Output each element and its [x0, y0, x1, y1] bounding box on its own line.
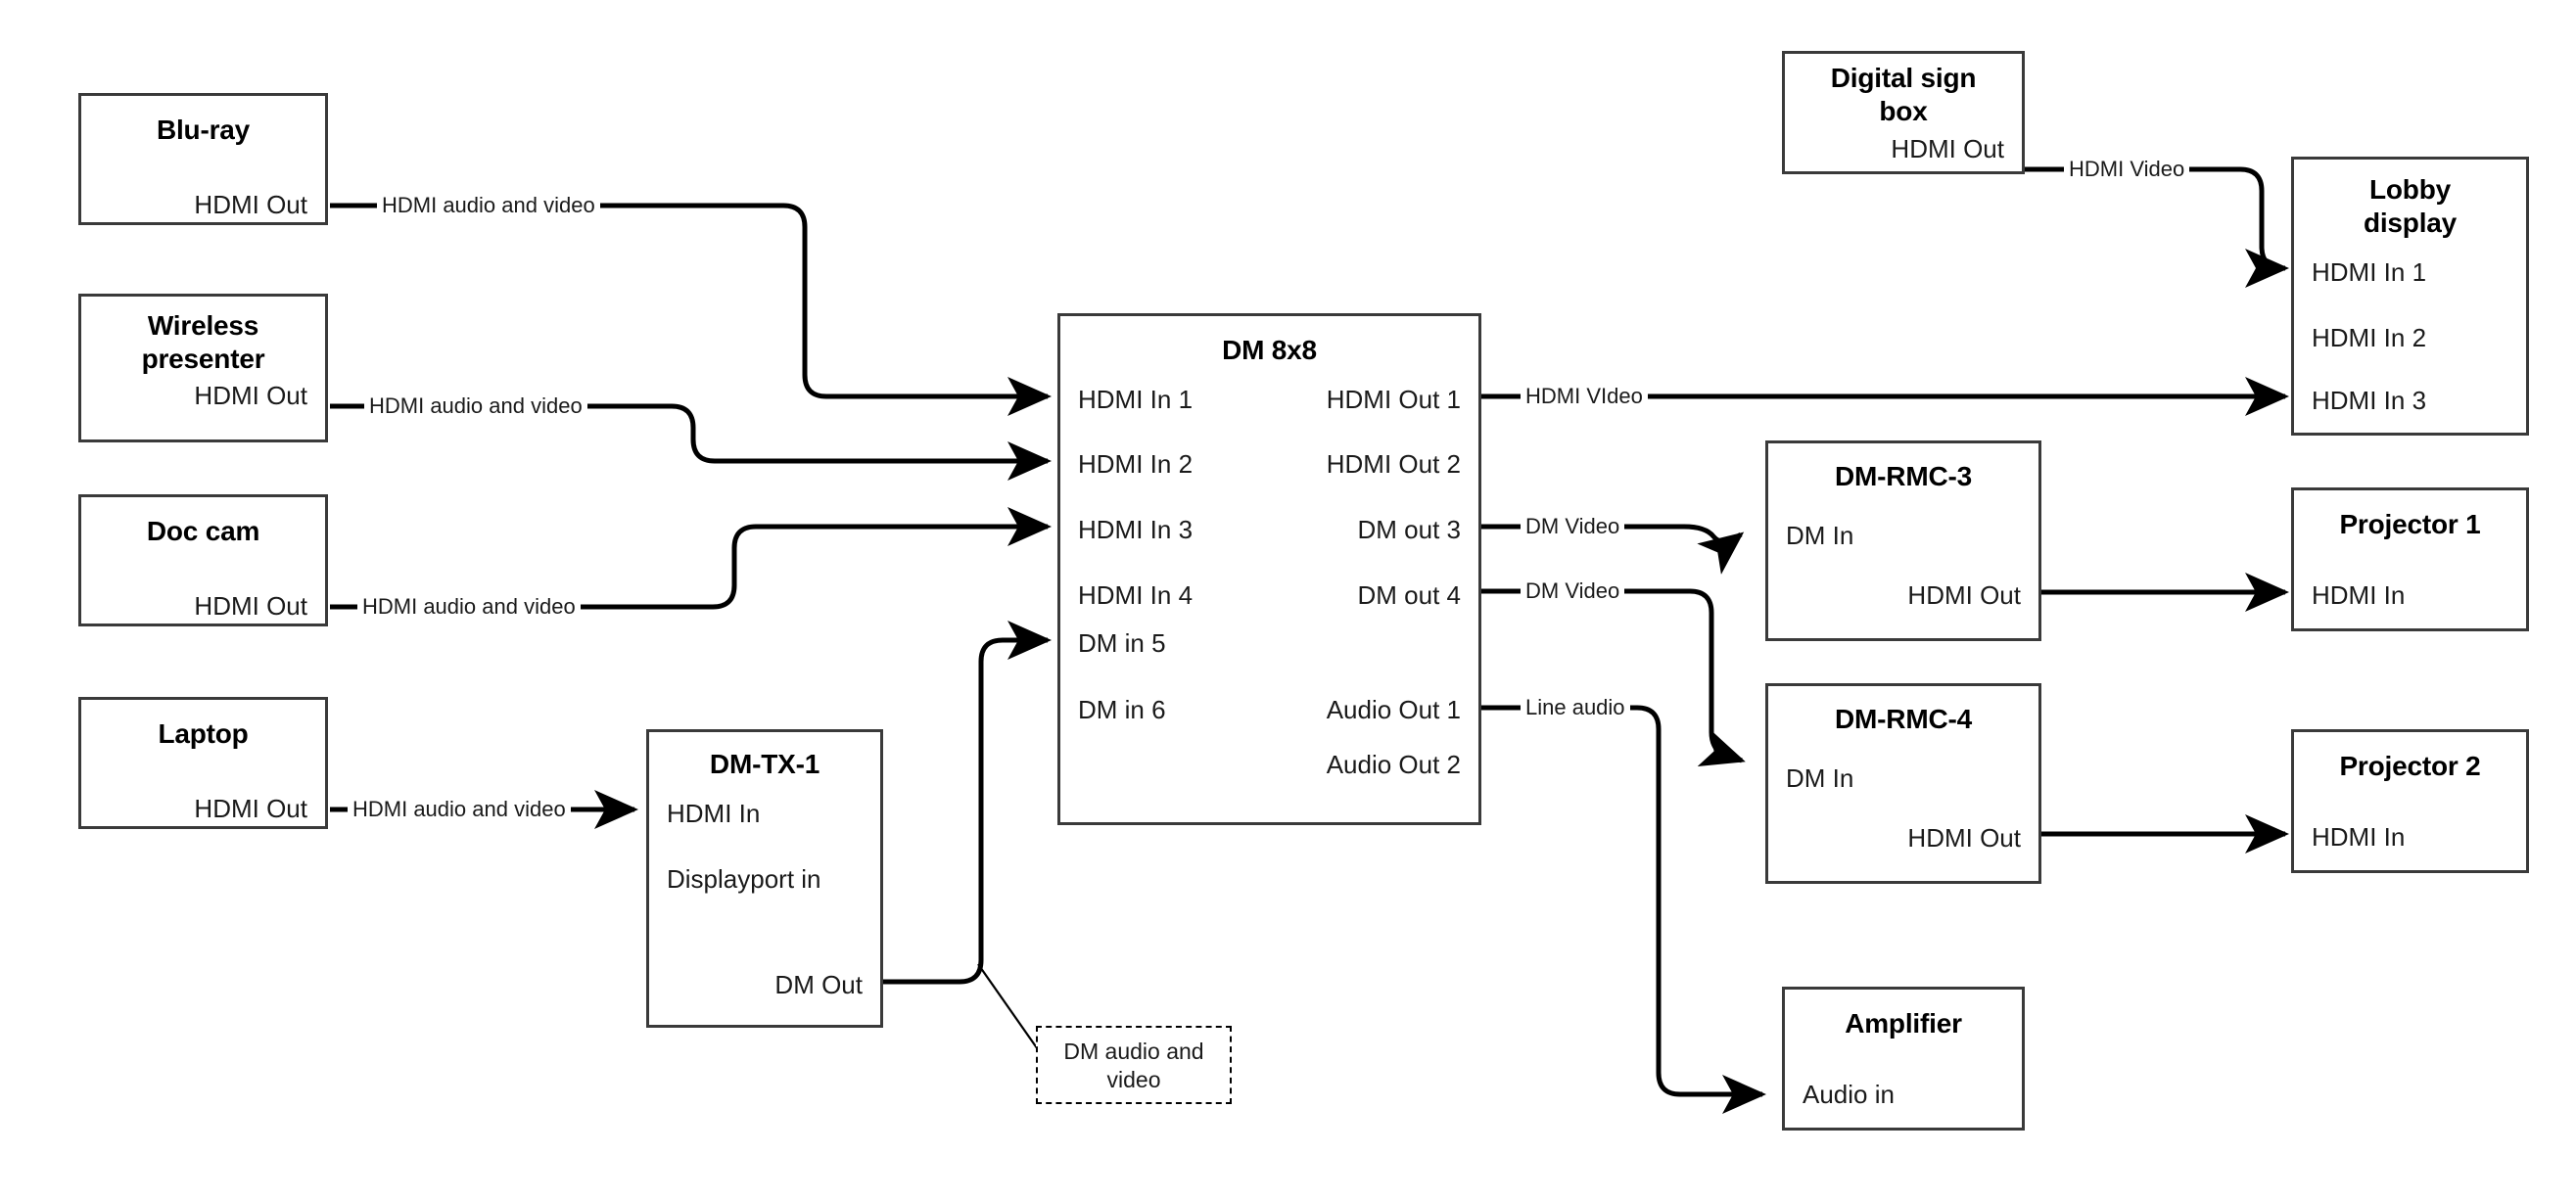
dm-8x8-port-dm-in-5[interactable]: DM in 5	[1078, 628, 1166, 658]
projector-2-title: Projector 2	[2339, 751, 2481, 781]
lobby-display-port-hdmi-in-2[interactable]: HDMI In 2	[2312, 323, 2427, 352]
wire-dmtx1-to-dm8x8	[883, 621, 1053, 985]
node-dm-8x8[interactable]: DM 8x8 HDMI In 1 HDMI In 2 HDMI In 3 HDM…	[1057, 313, 1481, 825]
edge-label-sign-to-lobby: HDMI Video	[2064, 157, 2190, 182]
dm-8x8-port-hdmi-in-1[interactable]: HDMI In 1	[1078, 385, 1194, 414]
dm-rmc-4-port-dm-in[interactable]: DM In	[1786, 763, 1854, 793]
node-dm-rmc-4[interactable]: DM-RMC-4 DM In HDMI Out	[1765, 683, 2041, 884]
dm-8x8-port-dm-out-4[interactable]: DM out 4	[1357, 580, 1462, 610]
wire-dm8x8-to-rmc4	[1481, 588, 1746, 767]
node-dm-tx-1[interactable]: DM-TX-1 HDMI In Displayport in DM Out	[646, 729, 883, 1028]
callout-line-1: DM audio and	[1063, 1039, 1204, 1064]
wire-dm8x8-to-amplifier	[1481, 705, 1767, 1114]
amplifier-title: Amplifier	[1845, 1008, 1962, 1039]
node-doc-cam[interactable]: Doc cam HDMI Out	[78, 494, 328, 626]
digital-sign-box-title-line2: box	[1879, 96, 1928, 126]
edge-label-dm8x8-to-amplifier: Line audio	[1521, 695, 1630, 720]
lobby-display-title-line1: Lobby	[2369, 174, 2451, 205]
dm-rmc-3-port-hdmi-out[interactable]: HDMI Out	[1907, 580, 2021, 610]
lobby-display-title-line2: display	[2363, 208, 2458, 238]
edge-label-bluray-to-dm8x8: HDMI audio and video	[377, 193, 600, 218]
edge-label-wireless-to-dm8x8: HDMI audio and video	[364, 393, 587, 419]
dm-rmc-3-port-dm-in[interactable]: DM In	[1786, 521, 1854, 550]
edge-label-doccam-to-dm8x8: HDMI audio and video	[357, 594, 581, 620]
edge-label-laptop-to-dmtx1: HDMI audio and video	[348, 797, 571, 822]
dm-8x8-port-hdmi-out-2[interactable]: HDMI Out 2	[1326, 449, 1461, 479]
dm-8x8-port-hdmi-in-4[interactable]: HDMI In 4	[1078, 580, 1194, 610]
dm-tx-1-port-dm-out[interactable]: DM Out	[774, 970, 863, 999]
doc-cam-title: Doc cam	[146, 516, 260, 546]
dm-8x8-port-hdmi-out-1[interactable]: HDMI Out 1	[1326, 385, 1461, 414]
node-blu-ray[interactable]: Blu-ray HDMI Out	[78, 93, 328, 225]
dm-8x8-title: DM 8x8	[1222, 335, 1317, 365]
node-dm-rmc-3[interactable]: DM-RMC-3 DM In HDMI Out	[1765, 440, 2041, 641]
dm-rmc-3-title: DM-RMC-3	[1835, 461, 1972, 491]
lobby-display-port-hdmi-in-3[interactable]: HDMI In 3	[2312, 386, 2427, 415]
projector-1-title: Projector 1	[2339, 509, 2481, 539]
node-amplifier[interactable]: Amplifier Audio in	[1782, 987, 2025, 1131]
blu-ray-title: Blu-ray	[156, 115, 251, 145]
laptop-port-hdmi-out[interactable]: HDMI Out	[194, 794, 307, 823]
callout-line-2: video	[1106, 1067, 1161, 1092]
projector-2-port-hdmi-in[interactable]: HDMI In	[2312, 822, 2406, 852]
dm-tx-1-port-displayport-in[interactable]: Displayport in	[667, 864, 821, 894]
wireless-presenter-port-hdmi-out[interactable]: HDMI Out	[194, 381, 307, 410]
dm-tx-1-port-hdmi-in[interactable]: HDMI In	[667, 799, 761, 828]
lobby-display-port-hdmi-in-1[interactable]: HDMI In 1	[2312, 257, 2427, 287]
laptop-title: Laptop	[158, 718, 249, 749]
node-wireless-presenter[interactable]: Wireless presenter HDMI Out	[78, 294, 328, 442]
node-projector-1[interactable]: Projector 1 HDMI In	[2291, 487, 2529, 631]
doc-cam-port-hdmi-out[interactable]: HDMI Out	[194, 591, 307, 621]
edge-label-dm8x8-to-rmc3: DM Video	[1521, 514, 1625, 539]
dm-rmc-4-title: DM-RMC-4	[1835, 704, 1972, 734]
node-digital-sign-box[interactable]: Digital sign box HDMI Out	[1782, 51, 2025, 174]
projector-1-port-hdmi-in[interactable]: HDMI In	[2312, 580, 2406, 610]
node-laptop[interactable]: Laptop HDMI Out	[78, 697, 328, 829]
amplifier-port-audio-in[interactable]: Audio in	[1803, 1080, 1895, 1109]
edge-label-dm8x8-to-rmc4: DM Video	[1521, 578, 1625, 604]
callout-dm-audio-and-video: DM audio and video	[1036, 1026, 1232, 1104]
callout-leader-line	[977, 963, 1041, 1053]
dm-8x8-port-dm-out-3[interactable]: DM out 3	[1357, 515, 1462, 544]
dm-8x8-port-hdmi-in-2[interactable]: HDMI In 2	[1078, 449, 1194, 479]
edge-label-dm8x8-to-lobby: HDMI VIdeo	[1521, 384, 1648, 409]
dm-8x8-port-hdmi-in-3[interactable]: HDMI In 3	[1078, 515, 1194, 544]
dm-8x8-port-audio-out-2[interactable]: Audio Out 2	[1326, 750, 1461, 779]
wireless-presenter-title-line2: presenter	[141, 344, 265, 374]
wire-bluray-to-dm8x8	[330, 203, 1053, 416]
wire-sign-to-lobby	[2025, 166, 2290, 288]
wireless-presenter-title-line1: Wireless	[147, 310, 259, 341]
digital-sign-box-port-hdmi-out[interactable]: HDMI Out	[1891, 134, 2004, 163]
dm-rmc-4-port-hdmi-out[interactable]: HDMI Out	[1907, 823, 2021, 853]
blu-ray-port-hdmi-out[interactable]: HDMI Out	[194, 190, 307, 219]
node-projector-2[interactable]: Projector 2 HDMI In	[2291, 729, 2529, 873]
dm-tx-1-title: DM-TX-1	[709, 749, 820, 779]
dm-8x8-port-audio-out-1[interactable]: Audio Out 1	[1326, 695, 1461, 724]
dm-8x8-port-dm-in-6[interactable]: DM in 6	[1078, 695, 1166, 724]
digital-sign-box-title-line1: Digital sign	[1830, 63, 1977, 93]
node-lobby-display[interactable]: Lobby display HDMI In 1 HDMI In 2 HDMI I…	[2291, 157, 2529, 436]
